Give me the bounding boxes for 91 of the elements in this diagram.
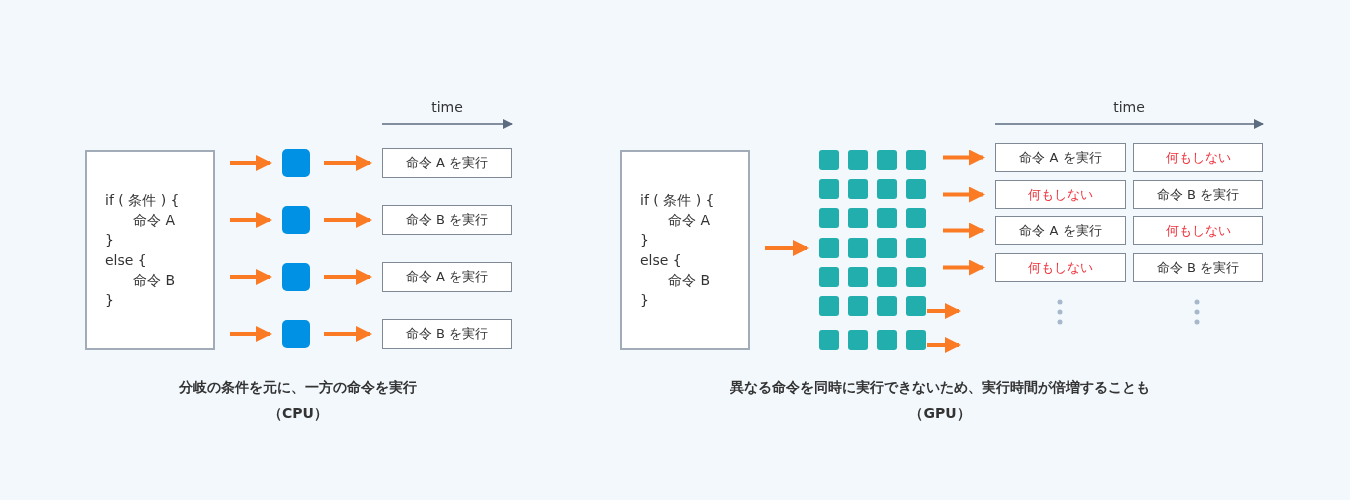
arrow xyxy=(324,269,372,285)
arrow xyxy=(324,326,372,342)
result-box xyxy=(382,205,512,235)
code-line: if ( 条件 ) { xyxy=(640,192,715,210)
result-box xyxy=(382,319,512,349)
arrow xyxy=(230,155,272,171)
code-line: } xyxy=(640,232,649,248)
result-box xyxy=(995,143,1126,172)
result-text: 何もしない xyxy=(1165,221,1231,240)
code-line: } xyxy=(640,292,649,308)
cpu-core xyxy=(282,263,310,291)
result-box xyxy=(1133,143,1263,172)
result-text: 命令 A を実行 xyxy=(1019,148,1102,167)
caption: 異なる命令を同時に実行できないため、実行時間が倍増することも xyxy=(730,379,1150,397)
result-box xyxy=(1133,253,1263,282)
result-text: 何もしない xyxy=(1028,185,1093,204)
result-text: 命令 B を実行 xyxy=(1156,258,1240,277)
gpu-core xyxy=(848,267,868,287)
gpu-core xyxy=(819,238,839,258)
arrow xyxy=(230,326,272,342)
code-card xyxy=(620,150,750,350)
result-text: 命令 A を実行 xyxy=(405,154,489,172)
arrow xyxy=(927,337,961,353)
gpu-core xyxy=(848,208,868,228)
gpu-core xyxy=(906,267,926,287)
result-box xyxy=(995,216,1126,245)
gpu-core xyxy=(877,208,897,228)
code-line: else { xyxy=(640,252,682,268)
gpu-core xyxy=(877,267,897,287)
caption: （CPU） xyxy=(268,405,328,423)
arrow xyxy=(943,186,985,203)
gpu-core xyxy=(848,296,868,316)
gpu-core xyxy=(848,238,868,258)
result-box xyxy=(382,148,512,178)
result-text: 命令 A を実行 xyxy=(1019,221,1102,240)
gpu-core xyxy=(819,179,839,199)
result-text: 命令 A を実行 xyxy=(405,268,489,286)
gpu-core xyxy=(848,179,868,199)
arrow xyxy=(324,212,372,228)
arrow xyxy=(230,212,272,228)
gpu-core xyxy=(906,150,926,170)
gpu-core xyxy=(877,296,897,316)
gpu-core xyxy=(877,238,897,258)
arrow xyxy=(943,222,985,239)
result-box xyxy=(382,262,512,292)
gpu-core xyxy=(819,330,839,350)
gpu-core xyxy=(819,208,839,228)
gpu-core xyxy=(819,296,839,316)
gpu-core xyxy=(848,150,868,170)
gpu-core xyxy=(819,150,839,170)
gpu-core xyxy=(906,238,926,258)
arrow xyxy=(765,240,809,256)
result-box xyxy=(1133,216,1263,245)
gpu-core xyxy=(906,208,926,228)
time-label: time xyxy=(1113,99,1145,115)
arrow xyxy=(943,149,985,166)
arrow xyxy=(230,269,272,285)
gpu-core xyxy=(877,330,897,350)
gpu-core xyxy=(906,330,926,350)
time-label: time xyxy=(431,99,463,115)
cpu-core xyxy=(282,320,310,348)
arrow xyxy=(943,259,985,276)
result-box xyxy=(1133,180,1263,209)
cpu-core xyxy=(282,149,310,177)
code-line: else { xyxy=(105,252,147,268)
gpu-core xyxy=(877,150,897,170)
gpu-core xyxy=(906,179,926,199)
gpu-core xyxy=(819,267,839,287)
code-line: 命令 B xyxy=(133,272,176,290)
caption: 分岐の条件を元に、一方の命令を実行 xyxy=(179,379,417,397)
code-line: if ( 条件 ) { xyxy=(105,192,180,210)
result-text: 命令 B を実行 xyxy=(1156,185,1240,204)
gpu-core xyxy=(906,296,926,316)
code-line: 命令 B xyxy=(668,272,711,290)
cpu-core xyxy=(282,206,310,234)
result-text: 命令 B を実行 xyxy=(405,325,489,343)
gpu-core xyxy=(848,330,868,350)
code-line: 命令 A xyxy=(133,212,176,230)
caption: （GPU） xyxy=(909,405,971,423)
result-text: 何もしない xyxy=(1165,148,1231,167)
code-card xyxy=(85,150,215,350)
gpu-core xyxy=(877,179,897,199)
result-box xyxy=(995,180,1126,209)
code-line: } xyxy=(105,232,114,248)
arrow xyxy=(927,303,961,319)
arrow xyxy=(324,155,372,171)
result-text: 命令 B を実行 xyxy=(405,211,489,229)
code-line: 命令 A xyxy=(668,212,711,230)
result-box xyxy=(995,253,1126,282)
code-line: } xyxy=(105,292,114,308)
result-text: 何もしない xyxy=(1028,258,1093,277)
